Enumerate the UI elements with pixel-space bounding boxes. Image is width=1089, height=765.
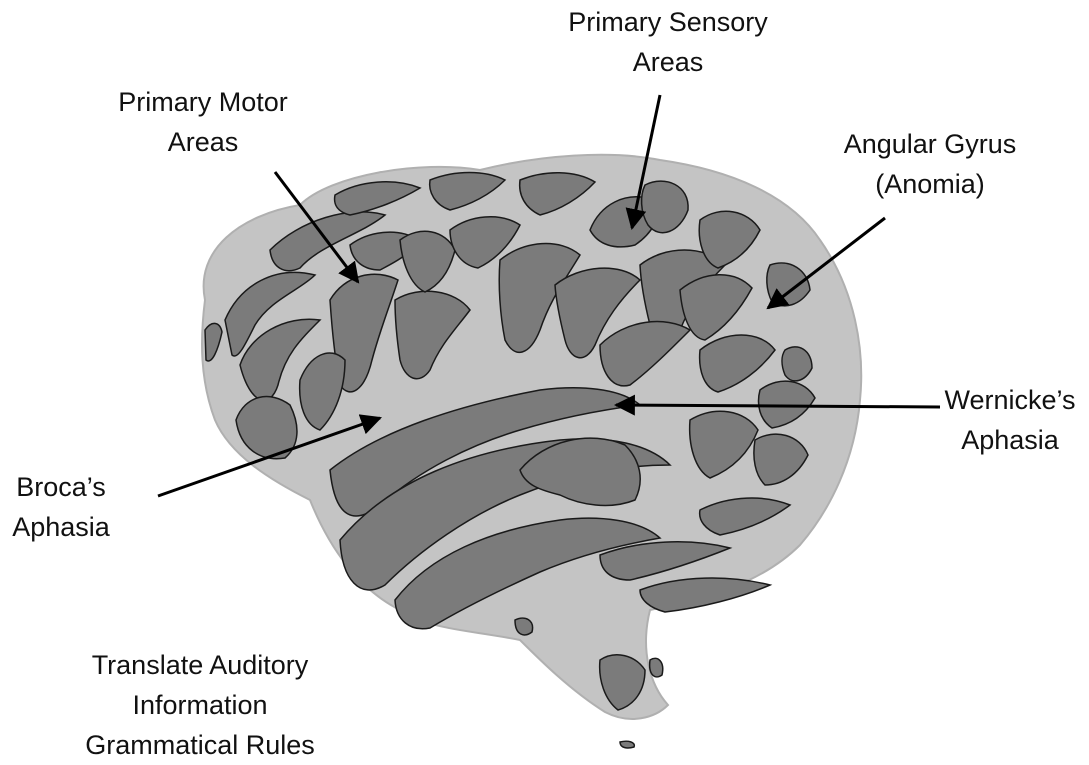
arrow-wernicke (616, 405, 940, 407)
caption-line1: Translate Auditory (60, 645, 340, 685)
label-primary-sensory: Primary Sensory Areas (553, 2, 783, 82)
label-broca: Broca’s Aphasia (0, 467, 122, 547)
label-primary-motor: Primary Motor Areas (93, 82, 313, 162)
label-primary-sensory-line2: Areas (553, 42, 783, 82)
label-primary-motor-line1: Primary Motor (93, 82, 313, 122)
label-wernicke-line2: Aphasia (935, 420, 1085, 460)
label-angular-gyrus-line2: (Anomia) (815, 164, 1045, 204)
label-wernicke-line1: Wernicke’s (935, 380, 1085, 420)
label-broca-line2: Aphasia (0, 507, 122, 547)
label-angular-gyrus: Angular Gyrus (Anomia) (815, 124, 1045, 204)
label-primary-motor-line2: Areas (93, 122, 313, 162)
label-wernicke: Wernicke’s Aphasia (935, 380, 1085, 460)
label-broca-line1: Broca’s (0, 467, 122, 507)
caption-line2: Information (60, 685, 340, 725)
caption-text: Translate Auditory Information Grammatic… (60, 645, 340, 765)
label-angular-gyrus-line1: Angular Gyrus (815, 124, 1045, 164)
caption-line3: Grammatical Rules (60, 725, 340, 765)
label-primary-sensory-line1: Primary Sensory (553, 2, 783, 42)
